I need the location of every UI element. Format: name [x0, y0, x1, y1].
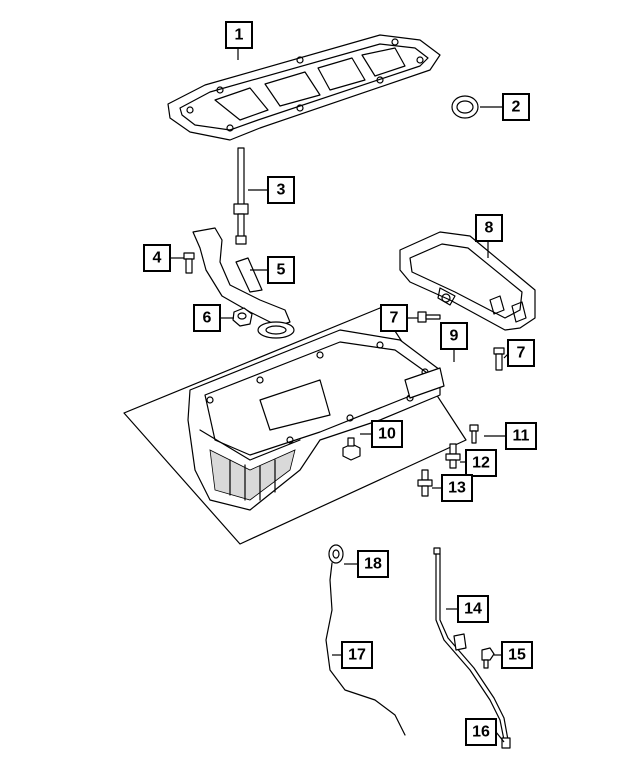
callout-15-label: 15 [508, 647, 526, 664]
callout-9: 9 [440, 322, 468, 350]
nut-6 [232, 307, 253, 327]
callout-8: 8 [475, 214, 503, 242]
oil-pan [123, 307, 467, 545]
callout-4: 4 [143, 244, 171, 272]
callout-7-lower: 7 [507, 339, 535, 367]
callout-12: 12 [465, 449, 497, 477]
bolt-15 [481, 647, 495, 669]
oil-pan-gasket [167, 34, 441, 141]
callout-18-label: 18 [364, 556, 382, 573]
drain-plug [342, 437, 361, 461]
callout-1: 1 [225, 21, 253, 49]
dipstick-tube [433, 547, 509, 741]
callout-10-label: 10 [378, 426, 396, 443]
stud-bolt-12 [445, 443, 461, 469]
bolt-7-upper [417, 311, 441, 323]
callout-7-upper: 7 [380, 304, 408, 332]
callout-8-label: 8 [485, 220, 494, 237]
oil-pickup-tube [192, 227, 295, 339]
callout-13: 13 [441, 474, 473, 502]
bolt-11 [469, 424, 479, 444]
callout-7-upper-label: 7 [390, 310, 399, 327]
callout-17-label: 17 [348, 647, 366, 664]
callout-14-label: 14 [464, 601, 482, 618]
callout-9-label: 9 [450, 328, 459, 345]
stud [233, 147, 249, 245]
callout-17: 17 [341, 641, 373, 669]
callout-11: 11 [505, 422, 537, 450]
callout-6-label: 6 [203, 310, 212, 327]
bolt-4 [183, 252, 195, 274]
callout-16-label: 16 [472, 724, 490, 741]
callout-1-label: 1 [235, 27, 244, 44]
callout-16: 16 [465, 718, 497, 746]
callout-14: 14 [457, 595, 489, 623]
callout-11-label: 11 [513, 428, 530, 445]
stud-bolt-13 [417, 469, 433, 497]
callout-2: 2 [502, 93, 530, 121]
callout-12-label: 12 [472, 455, 490, 472]
seal-ring [451, 95, 479, 119]
callout-5-label: 5 [277, 262, 286, 279]
callout-2-label: 2 [512, 99, 521, 116]
callout-4-label: 4 [153, 250, 162, 267]
callout-6: 6 [193, 304, 221, 332]
callout-3-label: 3 [277, 182, 286, 199]
callout-5: 5 [267, 256, 295, 284]
dipstick [325, 544, 406, 736]
callout-10: 10 [371, 420, 403, 448]
tube-end [501, 737, 511, 749]
callout-3: 3 [267, 176, 295, 204]
callout-7-lower-label: 7 [517, 345, 526, 362]
windage-tray [399, 231, 536, 331]
callout-13-label: 13 [448, 480, 466, 497]
callout-15: 15 [501, 641, 533, 669]
bolt-7-lower [493, 347, 505, 371]
callout-18: 18 [357, 550, 389, 578]
